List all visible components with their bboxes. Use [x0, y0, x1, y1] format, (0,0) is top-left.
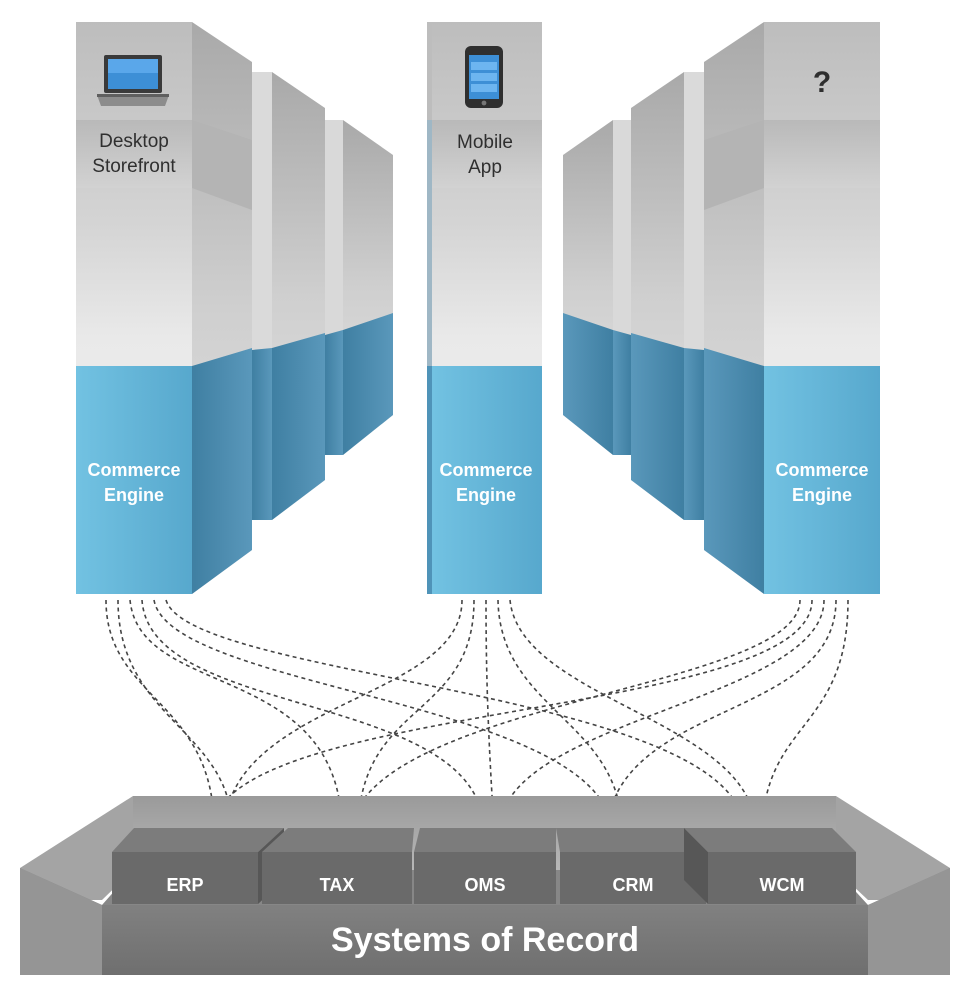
wire [105, 599, 215, 831]
wire [211, 599, 813, 831]
wire [761, 599, 849, 831]
wire [117, 599, 233, 831]
right-front-tower [704, 22, 880, 594]
system-label-crm: CRM [613, 875, 654, 895]
systems-of-record-title: Systems of Record [331, 921, 639, 959]
right-commerce-engine-label-line1: Commerce [775, 460, 868, 480]
wire [509, 599, 757, 831]
wire [141, 599, 485, 831]
mobile-app-label-line1: Mobile [457, 132, 513, 153]
connection-wires [105, 599, 849, 831]
wire [497, 599, 623, 831]
system-box-wcm [684, 828, 856, 904]
smartphone-icon [465, 46, 503, 108]
laptop-icon [97, 55, 169, 106]
wire [357, 599, 475, 831]
system-label-wcm: WCM [760, 875, 805, 895]
center-commerce-engine-label-line1: Commerce [439, 460, 532, 480]
left-front-tower [76, 22, 252, 594]
wire [223, 599, 463, 831]
wire [153, 599, 613, 831]
wire [605, 599, 837, 831]
system-box-crm [556, 828, 706, 904]
right-back-slab-1 [631, 72, 704, 520]
mobile-app-label-line2: App [468, 157, 502, 178]
right-back-slab-2 [563, 120, 631, 455]
left-commerce-engine-label-line2: Engine [104, 485, 164, 505]
left-commerce-engine-label-line1: Commerce [87, 460, 180, 480]
system-label-tax: TAX [320, 875, 355, 895]
system-label-erp: ERP [166, 875, 203, 895]
system-box-oms [414, 828, 556, 904]
wire [129, 599, 343, 831]
wire [499, 599, 825, 831]
question-mark-icon: ? [813, 66, 831, 99]
system-label-oms: OMS [464, 875, 505, 895]
left-back-slab-2 [325, 120, 393, 455]
wire [349, 599, 801, 831]
center-commerce-engine-label-line2: Engine [456, 485, 516, 505]
right-column-stack [563, 22, 880, 594]
right-commerce-engine-label-line2: Engine [792, 485, 852, 505]
left-back-slab-1 [252, 72, 325, 520]
desktop-storefront-label-line1: Desktop [99, 131, 169, 152]
wire [165, 599, 745, 831]
left-column-stack [76, 22, 393, 594]
desktop-storefront-label-line2: Storefront [92, 156, 176, 177]
center-column-stack [427, 22, 542, 594]
system-box-tax [262, 828, 414, 904]
